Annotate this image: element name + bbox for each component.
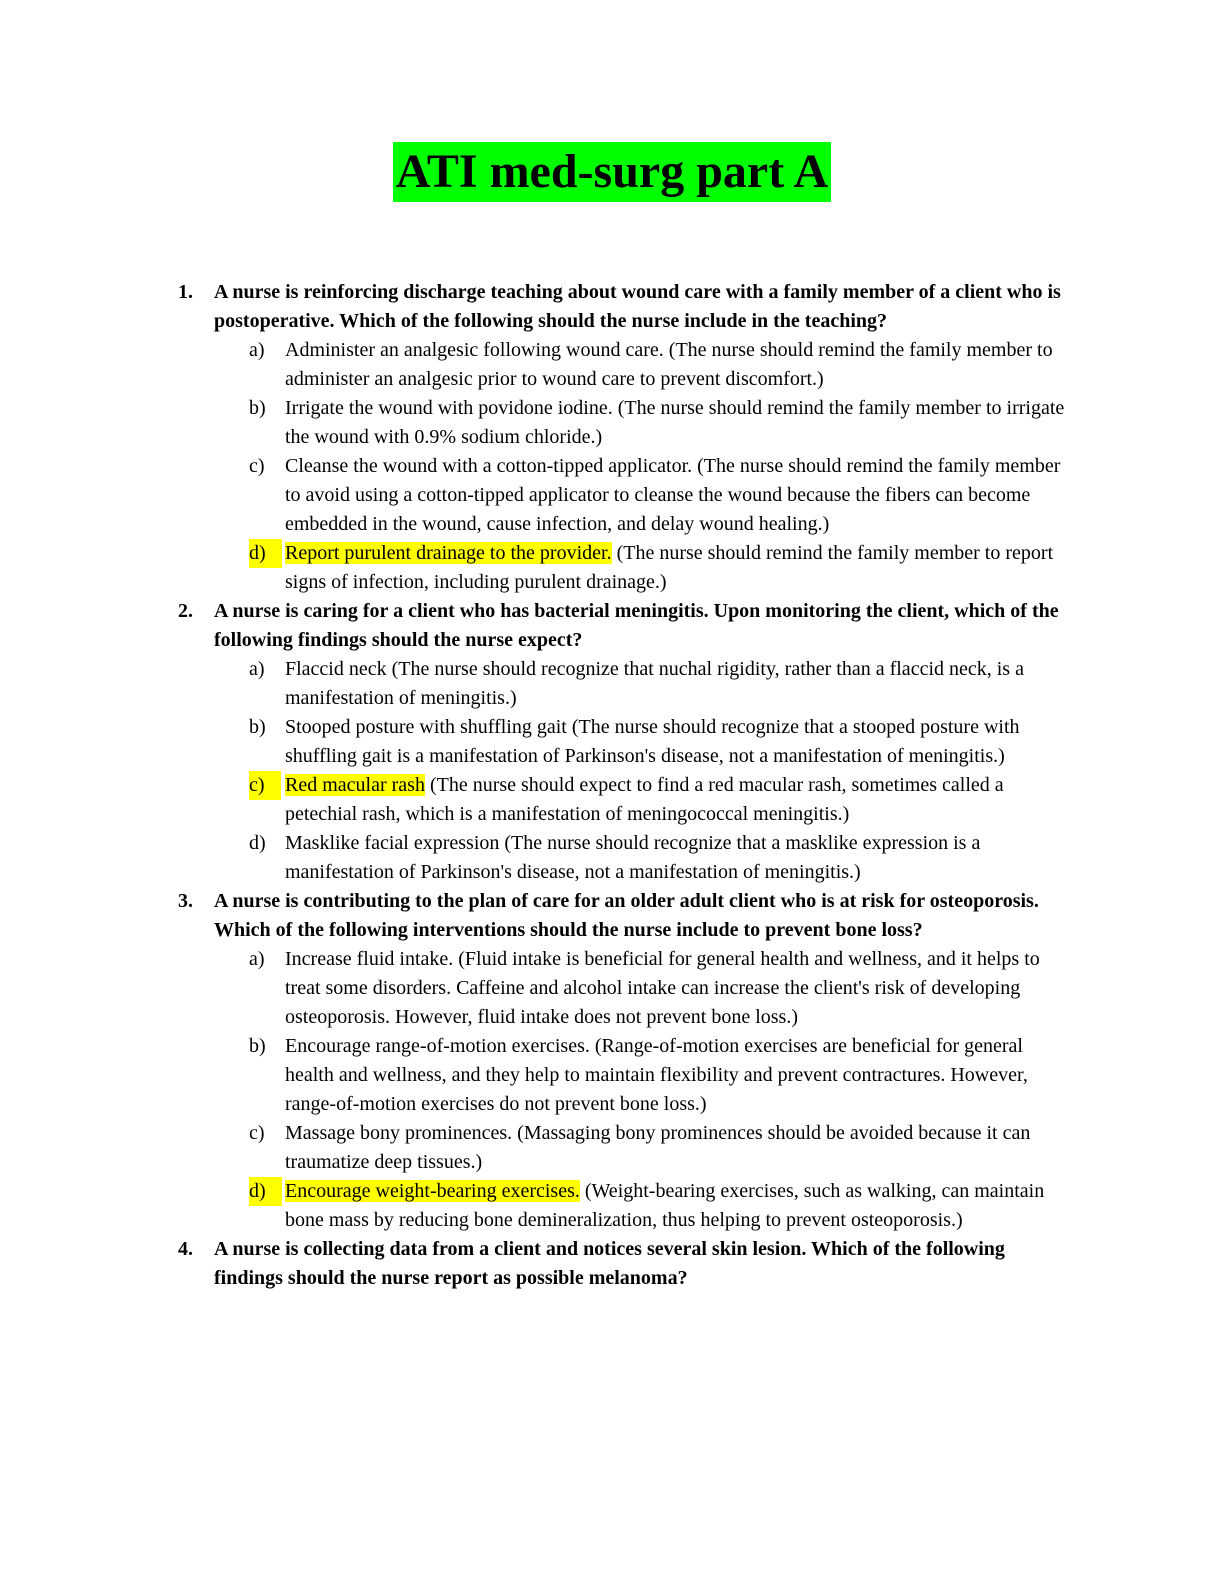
- option-body: Stooped posture with shuffling gait (The…: [285, 713, 1075, 771]
- option-letter: a): [249, 339, 265, 361]
- option-item: d) Masklike facial expression (The nurse …: [0, 829, 1224, 887]
- option-item: b) Encourage range-of-motion exercises. (…: [0, 1032, 1224, 1119]
- option-item-correct: c)Red macular rash (The nurse should exp…: [0, 771, 1224, 829]
- question-number: 3.: [178, 890, 193, 912]
- option-answer: Irrigate the wound with povidone iodine.: [285, 397, 613, 419]
- option-body: Masklike facial expression (The nurse sh…: [285, 829, 1075, 887]
- option-item: b) Irrigate the wound with povidone iodin…: [0, 394, 1224, 452]
- option-rationale: (The nurse should remind the family memb…: [285, 397, 1065, 448]
- question-number: 1.: [178, 281, 193, 303]
- option-item: a) Flaccid neck (The nurse should recogni…: [0, 655, 1224, 713]
- option-list: a) Administer an analgesic following woun…: [0, 336, 1224, 597]
- option-body: Cleanse the wound with a cotton-tipped a…: [285, 452, 1075, 539]
- question-text: A nurse is collecting data from a client…: [214, 1238, 1005, 1289]
- option-list: a) Increase fluid intake. (Fluid intake i…: [0, 945, 1224, 1235]
- page-title: ATI med-surg part A: [392, 142, 832, 202]
- question-list: 1. A nurse is reinforcing discharge teach…: [0, 278, 1224, 1293]
- option-body: Irrigate the wound with povidone iodine.…: [285, 394, 1075, 452]
- option-rationale: (The nurse should recognize that nuchal …: [285, 658, 1024, 709]
- option-body: Red macular rash (The nurse should expec…: [285, 771, 1075, 829]
- option-answer: Administer an analgesic following wound …: [285, 339, 664, 361]
- option-rationale: (Fluid intake is beneficial for general …: [285, 948, 1040, 1028]
- option-body: Flaccid neck (The nurse should recognize…: [285, 655, 1075, 713]
- option-letter: b): [249, 1035, 266, 1057]
- option-letter: d): [249, 832, 266, 854]
- option-rationale: (Weight-bearing exercises, such as walki…: [285, 1180, 1045, 1231]
- question-item: 3. A nurse is contributing to the plan of…: [0, 887, 1224, 1235]
- option-answer: Cleanse the wound with a cotton-tipped a…: [285, 455, 693, 477]
- option-rationale: (Range-of-motion exercises are beneficia…: [285, 1035, 1028, 1115]
- option-body: Administer an analgesic following wound …: [285, 336, 1075, 394]
- option-answer: Masklike facial expression: [285, 832, 500, 854]
- option-answer: Massage bony prominences.: [285, 1122, 513, 1144]
- option-answer: Encourage range-of-motion exercises.: [285, 1035, 590, 1057]
- option-item: c) Massage bony prominences. (Massaging b…: [0, 1119, 1224, 1177]
- correct-answer-highlight: Encourage weight-bearing exercises.: [285, 1180, 580, 1202]
- option-rationale: (Massaging bony prominences should be av…: [285, 1122, 1031, 1173]
- option-letter: c): [249, 771, 281, 800]
- option-letter: b): [249, 397, 266, 419]
- correct-answer-highlight: Report purulent drainage to the provider…: [285, 542, 612, 564]
- option-rationale: (The nurse should expect to find a red m…: [285, 774, 1004, 825]
- question-item: 2. A nurse is caring for a client who has…: [0, 597, 1224, 887]
- option-item-correct: d)Report purulent drainage to the provid…: [0, 539, 1224, 597]
- option-letter: a): [249, 948, 265, 970]
- option-letter: d): [249, 1177, 282, 1206]
- option-answer: Flaccid neck: [285, 658, 387, 680]
- option-body: Encourage weight-bearing exercises. (Wei…: [285, 1177, 1075, 1235]
- option-rationale: (The nurse should remind the family memb…: [285, 542, 1054, 593]
- question-text: A nurse is reinforcing discharge teachin…: [214, 281, 1061, 332]
- option-letter: b): [249, 716, 266, 738]
- option-body: Report purulent drainage to the provider…: [285, 539, 1075, 597]
- option-rationale: (The nurse should remind the family memb…: [285, 339, 1053, 390]
- option-item: a) Increase fluid intake. (Fluid intake i…: [0, 945, 1224, 1032]
- option-letter: c): [249, 1122, 265, 1144]
- option-letter: d): [249, 539, 282, 568]
- option-body: Encourage range-of-motion exercises. (Ra…: [285, 1032, 1075, 1119]
- option-rationale: (The nurse should recognize that a maskl…: [285, 832, 981, 883]
- option-rationale: (The nurse should remind the family memb…: [285, 455, 1061, 535]
- option-item-correct: d)Encourage weight-bearing exercises. (W…: [0, 1177, 1224, 1235]
- correct-answer-highlight: Red macular rash: [285, 774, 425, 796]
- option-item: c) Cleanse the wound with a cotton-tipped…: [0, 452, 1224, 539]
- option-item: a) Administer an analgesic following woun…: [0, 336, 1224, 394]
- question-item: 1. A nurse is reinforcing discharge teach…: [0, 278, 1224, 597]
- question-item: 4. A nurse is collecting data from a clie…: [0, 1235, 1224, 1293]
- option-answer: Stooped posture with shuffling gait: [285, 716, 567, 738]
- option-item: b) Stooped posture with shuffling gait (T…: [0, 713, 1224, 771]
- title-container: ATI med-surg part A: [0, 142, 1224, 202]
- question-text: A nurse is contributing to the plan of c…: [214, 890, 1039, 941]
- question-number: 2.: [178, 600, 193, 622]
- option-body: Increase fluid intake. (Fluid intake is …: [285, 945, 1075, 1032]
- option-letter: c): [249, 455, 265, 477]
- option-letter: a): [249, 658, 265, 680]
- option-body: Massage bony prominences. (Massaging bon…: [285, 1119, 1075, 1177]
- option-answer: Increase fluid intake.: [285, 948, 454, 970]
- option-list: a) Flaccid neck (The nurse should recogni…: [0, 655, 1224, 887]
- question-text: A nurse is caring for a client who has b…: [214, 600, 1059, 651]
- question-number: 4.: [178, 1238, 193, 1260]
- option-rationale: (The nurse should recognize that a stoop…: [285, 716, 1020, 767]
